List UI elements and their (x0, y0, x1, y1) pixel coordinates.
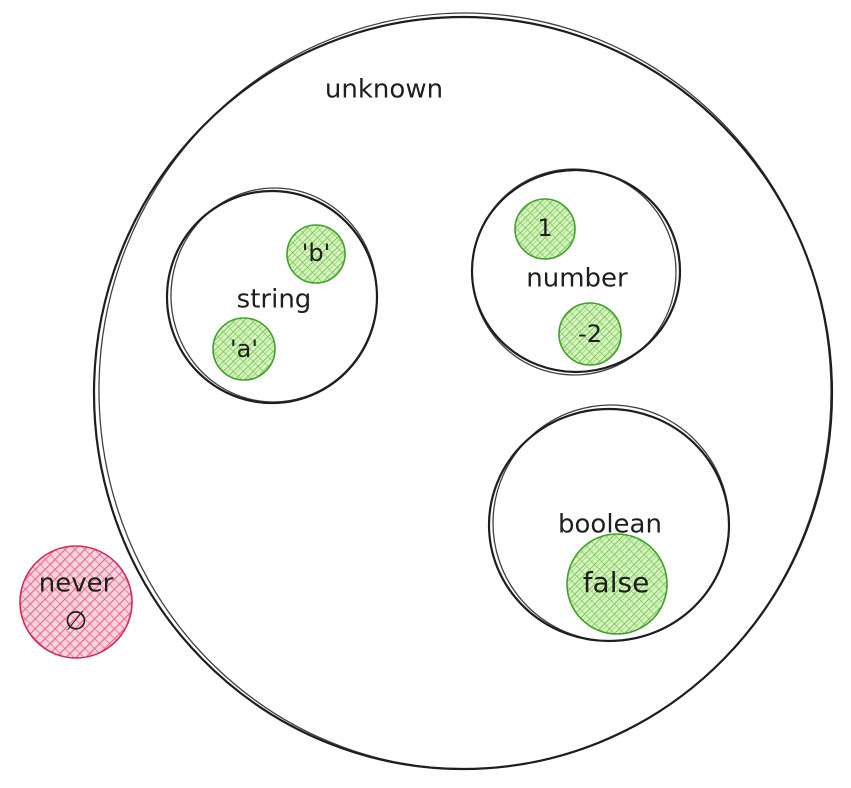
boolean-member-false-label: false (583, 566, 650, 599)
number-set: number 1 -2 (470, 168, 682, 376)
string-label: string (237, 285, 312, 315)
string-member-b-label: 'b' (302, 239, 330, 267)
unknown-label: unknown (325, 75, 443, 105)
string-member-b: 'b' (286, 224, 346, 284)
number-member-minus2-label: -2 (578, 320, 602, 348)
boolean-set: boolean false (487, 404, 731, 643)
empty-set-symbol: ∅ (65, 607, 88, 637)
number-member-minus2: -2 (558, 302, 622, 366)
number-member-1: 1 (514, 198, 576, 260)
string-member-a-label: 'a' (230, 335, 258, 363)
number-member-1-label: 1 (537, 214, 552, 242)
boolean-member-false: false (566, 533, 668, 635)
string-member-a: 'a' (212, 317, 276, 381)
never-label: never (39, 569, 114, 599)
never-set: never ∅ (19, 545, 133, 659)
number-label: number (526, 264, 628, 294)
unknown-set: unknown (92, 12, 834, 771)
string-set: string 'b' 'a' (165, 187, 379, 405)
